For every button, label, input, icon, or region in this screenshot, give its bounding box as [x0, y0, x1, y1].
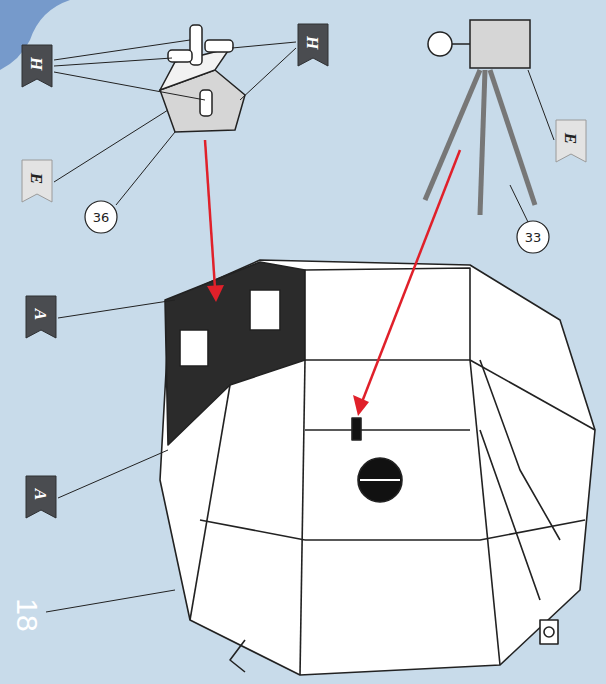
part-36-drawing [160, 25, 245, 132]
letter-flag: E [22, 160, 52, 202]
letter-flag: E [556, 120, 586, 162]
callout-text: 36 [93, 211, 110, 224]
module-drawing [160, 260, 595, 675]
flag-outline [26, 476, 56, 518]
letter-flag: A [26, 476, 56, 518]
circle-outline [517, 221, 549, 253]
circle-outline [85, 201, 117, 233]
flag-letter: H [28, 56, 45, 69]
part-number: 18 [10, 598, 44, 631]
callout-text: 33 [525, 231, 542, 244]
flag-letter: A [33, 308, 50, 319]
flag-outline [298, 24, 328, 66]
part-33-drawing [425, 20, 535, 215]
letter-flag: A [26, 296, 56, 338]
flag-outline [26, 296, 56, 338]
callout-number: 33 [516, 220, 550, 254]
flag-letter: H [304, 35, 321, 48]
flag-outline [556, 120, 586, 162]
placement-arrows [205, 140, 460, 416]
flag-outline [22, 45, 52, 87]
flag-outline [22, 160, 52, 202]
flag-letter: E [563, 132, 580, 143]
letter-flag: H [22, 45, 52, 87]
callout-number: 36 [84, 200, 118, 234]
flag-letter: A [33, 488, 50, 499]
leader-lines [46, 40, 554, 612]
letter-flag: H [298, 24, 328, 66]
flag-letter: E [29, 172, 46, 183]
